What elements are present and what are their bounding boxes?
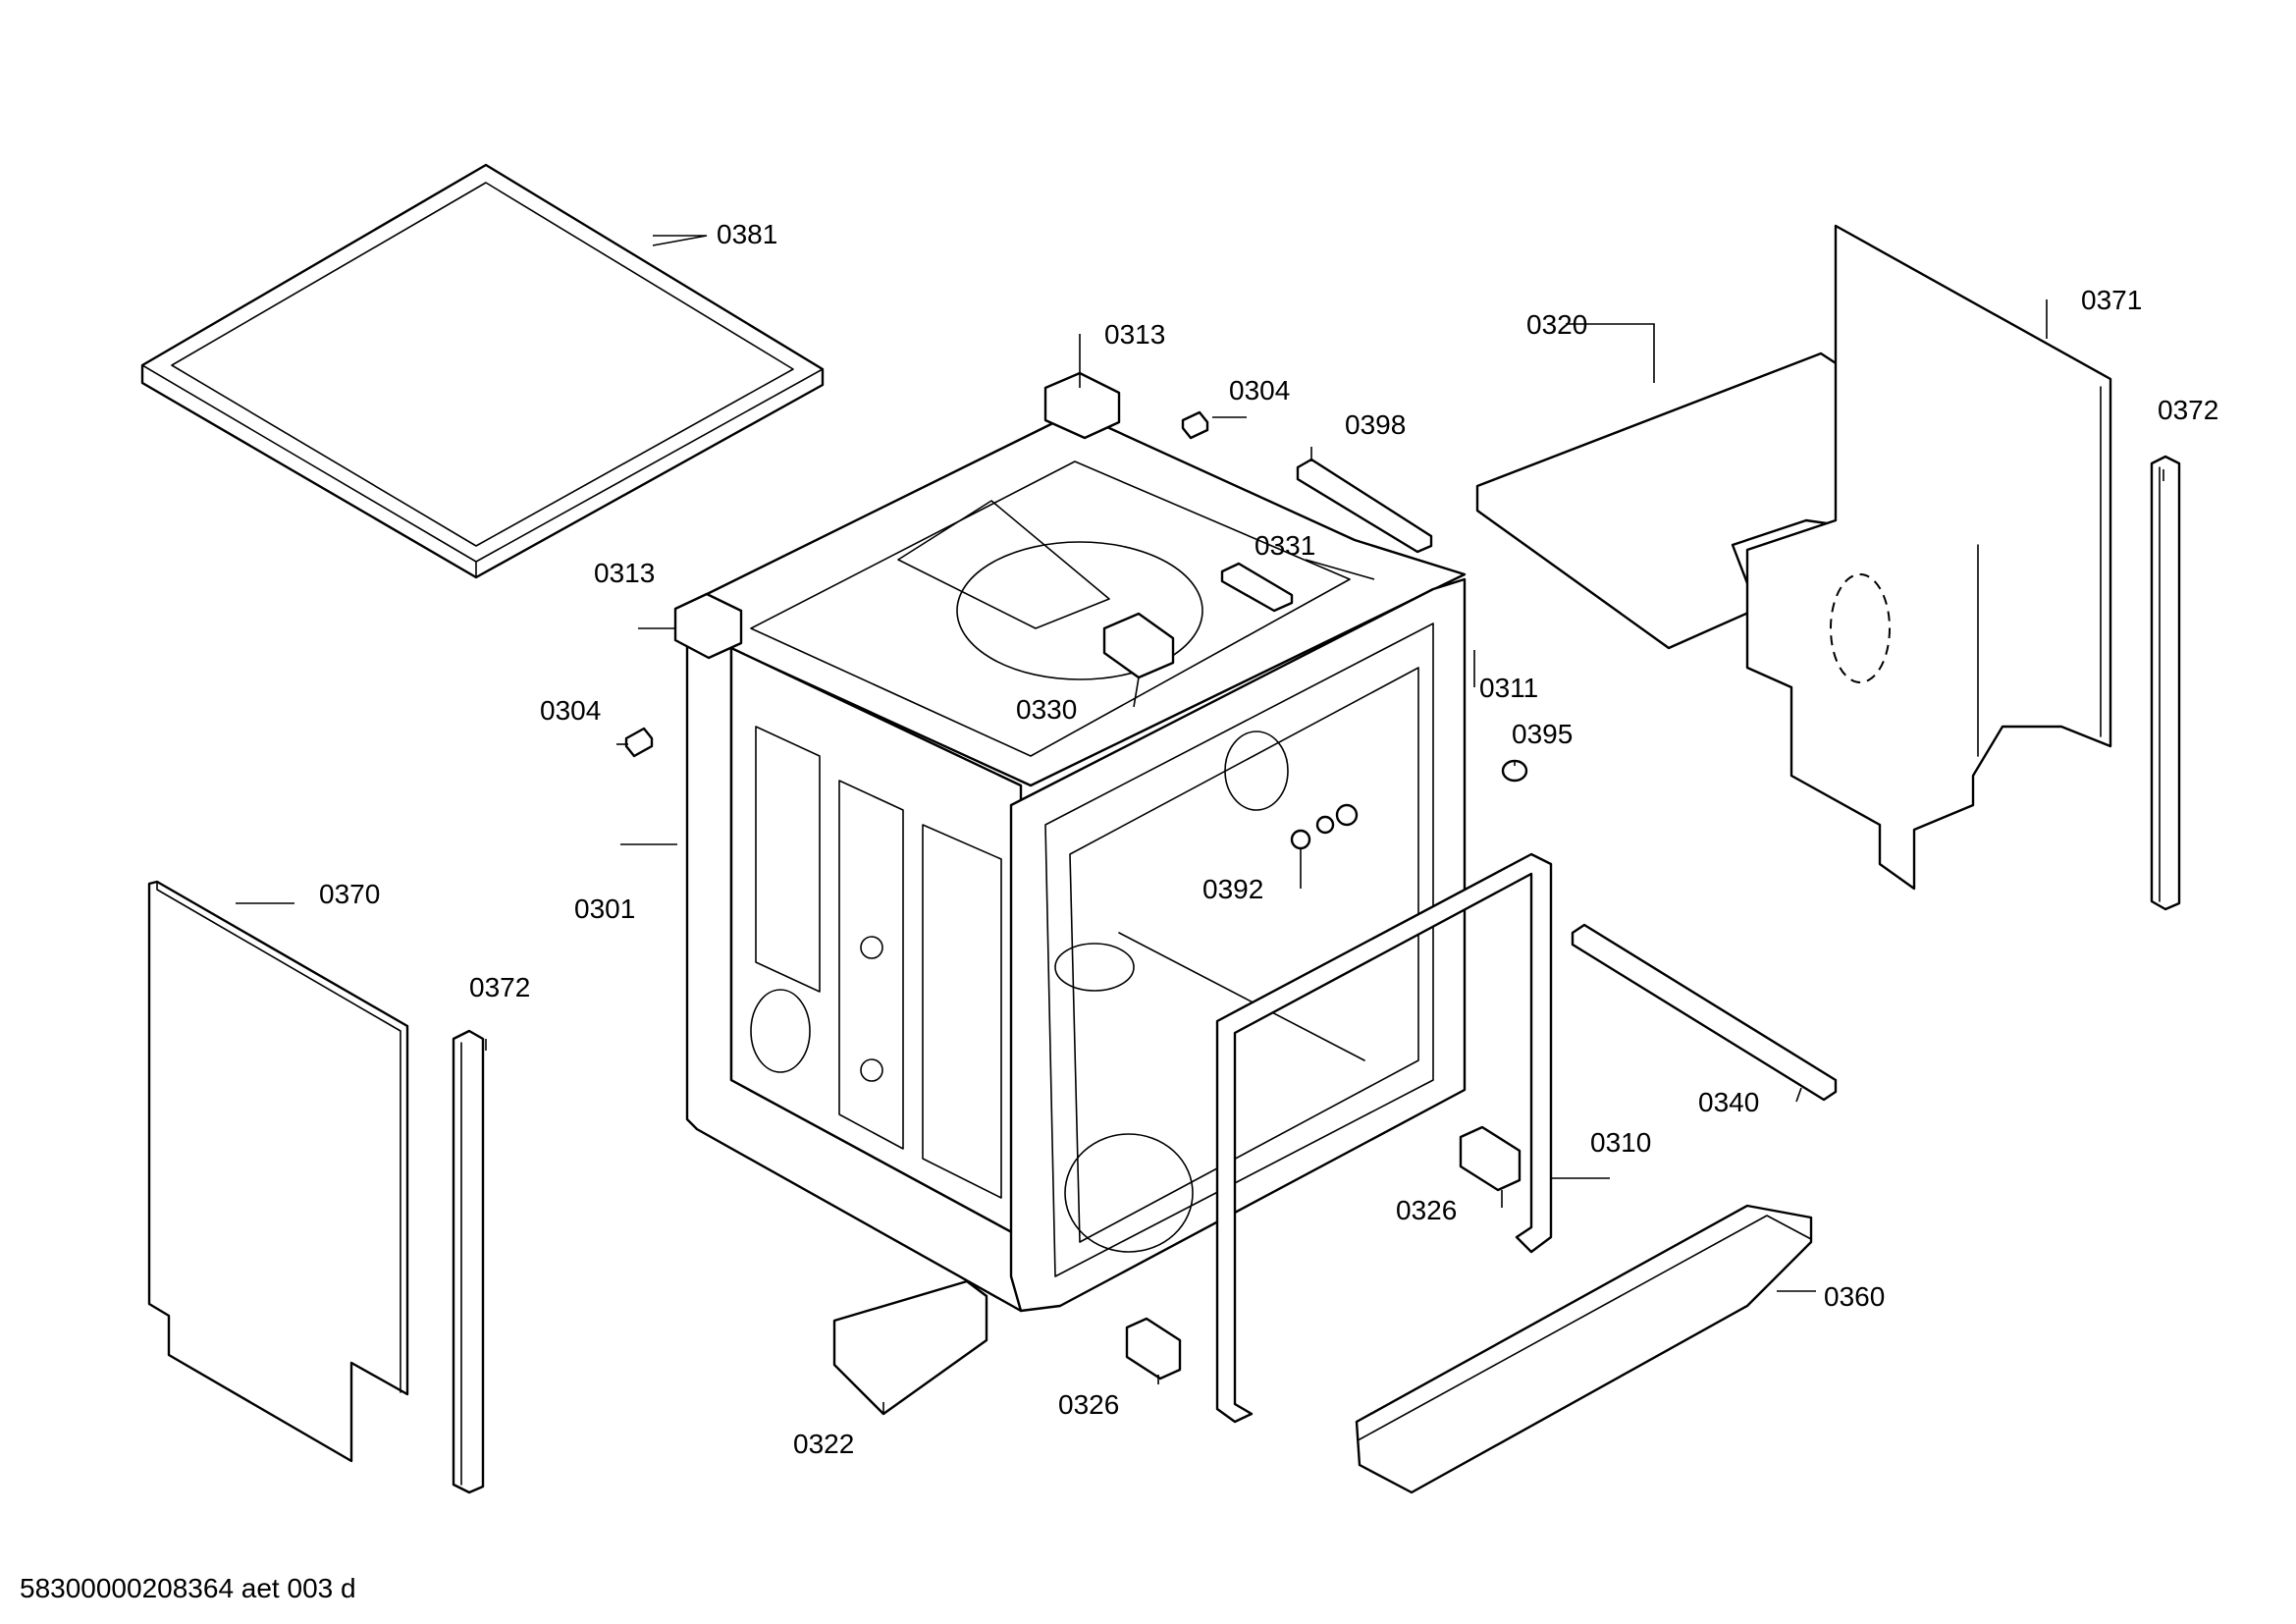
label-0381: 0381 xyxy=(717,219,777,249)
label-0304-top: 0304 xyxy=(1229,375,1290,406)
part-0304-clip-top[interactable] xyxy=(1181,410,1209,440)
part-0370-left-side-panel[interactable] xyxy=(147,880,409,1463)
label-0340: 0340 xyxy=(1698,1087,1759,1117)
label-0372-left: 0372 xyxy=(469,972,530,1002)
part-0326-foot-bottom[interactable] xyxy=(1125,1317,1182,1380)
part-0313-bracket-left[interactable] xyxy=(673,592,743,660)
part-0392-screws[interactable] xyxy=(1290,803,1359,850)
label-0326-right: 0326 xyxy=(1396,1195,1457,1225)
label-0398: 0398 xyxy=(1345,409,1406,440)
label-0371: 0371 xyxy=(2081,285,2142,315)
label-0326-bottom: 0326 xyxy=(1058,1389,1119,1420)
label-0301: 0301 xyxy=(574,893,635,924)
part-labels: 0381 0313 0304 0398 0313 0331 0330 0304 … xyxy=(319,219,2218,1459)
part-0340-rail[interactable] xyxy=(1571,923,1838,1102)
label-0322: 0322 xyxy=(793,1429,854,1459)
label-0320: 0320 xyxy=(1526,309,1587,340)
label-0395: 0395 xyxy=(1512,719,1573,749)
label-0311: 0311 xyxy=(1479,673,1538,703)
part-0360-kickplate[interactable] xyxy=(1355,1204,1813,1494)
part-0301-tub-frame[interactable] xyxy=(685,410,1467,1313)
label-0360: 0360 xyxy=(1824,1281,1885,1312)
label-0313-top: 0313 xyxy=(1104,319,1165,350)
part-0371-right-side-panel[interactable] xyxy=(1745,224,2112,891)
label-0310: 0310 xyxy=(1590,1127,1651,1158)
part-0326-foot-right[interactable] xyxy=(1459,1125,1522,1192)
label-0392: 0392 xyxy=(1202,874,1263,904)
label-0372-right: 0372 xyxy=(2158,395,2218,425)
part-0322-base-piece[interactable] xyxy=(832,1279,988,1416)
label-0370: 0370 xyxy=(319,879,380,909)
label-0313-left: 0313 xyxy=(594,558,655,588)
part-0372-right-trim-strip[interactable] xyxy=(2150,455,2181,911)
label-0331: 0331 xyxy=(1255,530,1315,561)
leader-lines xyxy=(236,235,2164,1414)
part-0330-bracket[interactable] xyxy=(1102,612,1175,679)
part-0372-left-trim-strip[interactable] xyxy=(452,1029,485,1494)
part-0381-worktop-cover[interactable] xyxy=(140,163,825,579)
part-0331-latch[interactable] xyxy=(1220,562,1294,613)
part-0310-door-seal[interactable] xyxy=(1215,852,1553,1424)
document-id: 58300000208364 aet 003 d xyxy=(20,1573,356,1603)
label-0304-left: 0304 xyxy=(540,695,601,726)
part-0304-clip-left[interactable] xyxy=(624,727,654,758)
label-0330: 0330 xyxy=(1016,694,1077,725)
